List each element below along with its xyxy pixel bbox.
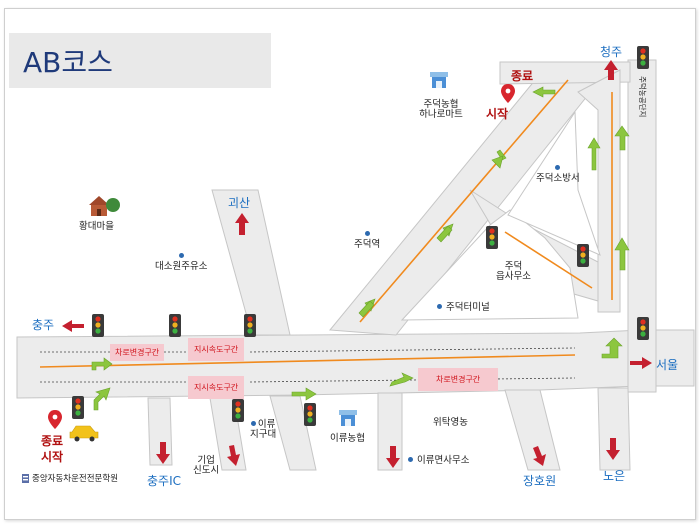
traffic-light xyxy=(92,314,104,337)
witak-label: 위탁영농 xyxy=(433,417,468,428)
jucheok-station-label: 주덕역 xyxy=(354,230,380,251)
green-arrow xyxy=(532,86,556,98)
red-arrow xyxy=(156,442,170,464)
signal-speed-zone-1: 지시속도구간 xyxy=(188,338,245,361)
iryu-jigudae-line2: 지구대 xyxy=(250,429,277,441)
janghowon-road xyxy=(504,389,561,471)
traffic-light xyxy=(72,396,84,419)
noeun-road xyxy=(597,387,631,471)
industrial-label: 주덕농공단지 xyxy=(638,76,647,118)
course-title-panel: AB코스 xyxy=(9,33,271,88)
lane-change-zone-2: 차로변경구간 xyxy=(418,368,499,391)
store-icon xyxy=(339,410,357,426)
green-arrow xyxy=(358,300,375,318)
iryu-office-text: 이류면사무소 xyxy=(417,455,470,466)
traffic-light xyxy=(577,244,589,267)
left-end-marker: 종료 xyxy=(41,434,64,448)
red-arrow xyxy=(227,445,240,466)
goesan-road xyxy=(211,189,291,336)
poi-dot xyxy=(178,253,184,258)
direction-cheongju: 청주 xyxy=(600,45,623,59)
office-line1: 주덕 xyxy=(504,261,523,272)
daesowon-gas-text: 대소원주유소 xyxy=(155,261,208,273)
poi-dot xyxy=(408,457,413,462)
jucheok-nh-line2: 하나로마트 xyxy=(419,109,463,121)
green-arrow xyxy=(491,155,504,169)
direction-chungju-ic: 충주IC xyxy=(147,474,181,488)
green-arrow xyxy=(389,372,414,387)
car-icon xyxy=(69,425,99,442)
direction-noeun: 노은 xyxy=(603,469,626,483)
office-line2: 읍사무소 xyxy=(496,271,531,283)
daesowon-gas-label: 대소원주유소 xyxy=(155,252,207,273)
iryu-jigudae-label: 이류 지구대 xyxy=(250,419,277,441)
poi-dot xyxy=(437,304,442,309)
traffic-light xyxy=(637,46,649,69)
jucheok-station-text: 주덕역 xyxy=(354,239,381,251)
jucheok-nh-label: 주덕농협 하나로마트 xyxy=(415,99,467,121)
direction-goesan: 괴산 xyxy=(228,196,251,210)
giup-label: 기업 신도시 xyxy=(193,455,220,477)
iryu-nh-label: 이류농협 xyxy=(330,433,365,444)
top-end-marker: 종료 xyxy=(511,69,534,83)
top-road xyxy=(499,61,631,85)
school-icon xyxy=(22,474,29,483)
lane-change-zone-1: 차로변경구간 xyxy=(110,344,165,361)
terminal-text: 주덕터미널 xyxy=(446,302,490,313)
main-highway xyxy=(16,329,695,399)
red-arrow xyxy=(386,446,400,468)
store-icon xyxy=(430,72,448,88)
giup-line2: 신도시 xyxy=(193,465,220,477)
poi-dot xyxy=(250,421,256,426)
poi-dot xyxy=(555,165,561,170)
traffic-light xyxy=(232,399,244,422)
iryu-road xyxy=(269,395,317,471)
school-label: 중앙자동차운전전문학원 xyxy=(32,474,119,484)
iryu-office-label: 이류면사무소 xyxy=(408,455,470,466)
red-arrow xyxy=(62,320,84,332)
traffic-light xyxy=(637,317,649,340)
green-arrow xyxy=(91,357,113,371)
green-arrow xyxy=(587,137,601,171)
red-arrow xyxy=(604,60,618,80)
fire-station-text: 주덕소방서 xyxy=(536,173,580,185)
direction-janghowon: 장호원 xyxy=(523,474,557,488)
signal-speed-zone-2: 지시속도구간 xyxy=(188,376,245,399)
fire-station-label: 주덕소방서 xyxy=(536,164,580,185)
red-arrow xyxy=(235,213,249,235)
red-arrow xyxy=(606,438,620,460)
house-icon xyxy=(89,196,120,216)
green-arrow xyxy=(93,387,111,411)
traffic-light xyxy=(169,314,181,337)
office-label: 주덕 읍사무소 xyxy=(496,261,531,283)
location-pin xyxy=(48,410,62,429)
jucheok-nh-line1: 주덕농협 xyxy=(423,99,459,110)
red-arrow xyxy=(630,357,652,369)
red-arrow xyxy=(533,446,546,466)
terminal-label: 주덕터미널 xyxy=(437,302,490,313)
giup-line1: 기업 xyxy=(197,455,215,466)
location-pin xyxy=(501,84,515,103)
top-start-marker: 시작 xyxy=(486,107,509,121)
green-arrow xyxy=(436,225,453,243)
traffic-light xyxy=(244,314,256,337)
hwangdae-label: 황대마을 xyxy=(79,221,114,232)
green-arrow xyxy=(614,125,630,151)
green-arrow xyxy=(614,237,630,271)
green-arrow xyxy=(291,387,317,401)
poi-dot xyxy=(364,231,370,236)
direction-seoul: 서울 xyxy=(656,358,679,372)
upper-block xyxy=(507,110,601,256)
course-title: AB코스 xyxy=(23,46,113,79)
iryu-jigudae-line1: 이류 xyxy=(257,419,276,430)
direction-chungju: 충주 xyxy=(32,318,55,332)
traffic-light xyxy=(304,403,316,426)
green-arrow xyxy=(601,337,623,359)
traffic-light xyxy=(486,226,498,249)
triangle-block xyxy=(400,209,579,321)
left-start-marker: 시작 xyxy=(41,450,64,464)
